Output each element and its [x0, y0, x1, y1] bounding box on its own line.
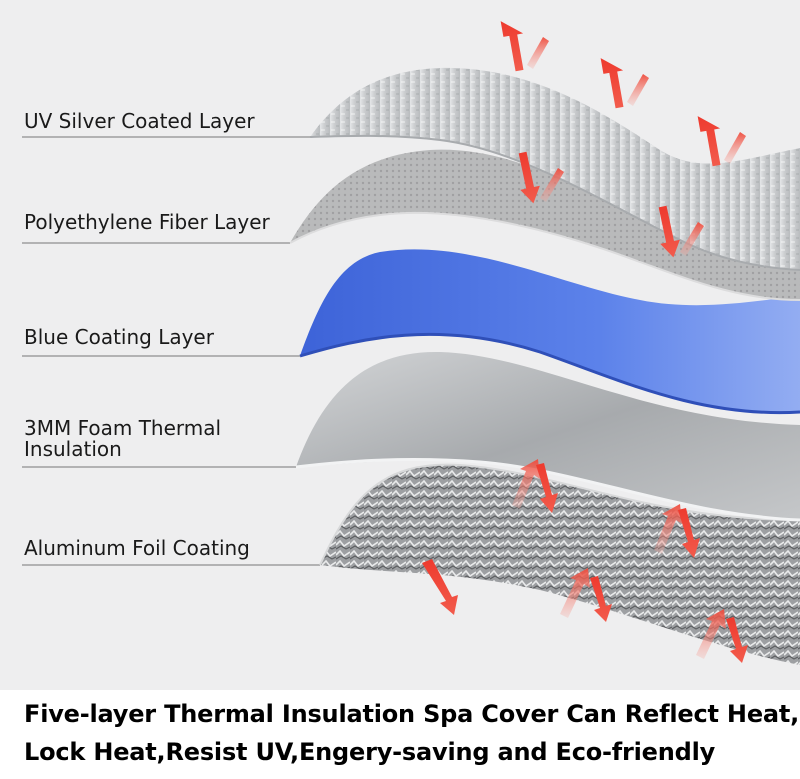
polyethylene-fiber-layer: [289, 149, 800, 301]
layer-label-foam: 3MM Foam Thermal Insulation: [24, 416, 222, 461]
uv-silver-layer: [309, 67, 800, 271]
blue-coating-layer: [299, 249, 800, 415]
layer-label-aluminum-foil: Aluminum Foil Coating: [24, 536, 250, 560]
heat-arrow-icon: [560, 568, 612, 622]
leader-lines: [22, 136, 320, 566]
layer-diagram: UV Silver Coated Layer Polyethylene Fibe…: [0, 0, 800, 690]
caption-line-2: Lock Heat,Resist UV,Engery-saving and Ec…: [24, 738, 716, 766]
caption: Five-layer Thermal Insulation Spa Cover …: [0, 690, 800, 779]
layer-label-uv-silver: UV Silver Coated Layer: [24, 109, 255, 133]
down-arrow-icon: [518, 151, 564, 204]
layer-label-blue-coating: Blue Coating Layer: [24, 325, 214, 349]
up-arrow-icon: [697, 116, 746, 167]
caption-line-1: Five-layer Thermal Insulation Spa Cover …: [24, 700, 800, 728]
up-arrow-icon: [500, 21, 549, 72]
heat-arrow-icon: [696, 609, 748, 663]
heat-arrows: [422, 21, 748, 663]
foam-layer: [295, 351, 800, 522]
heat-arrow-icon: [512, 459, 558, 513]
layer-illustration: [22, 21, 800, 665]
layer-label-polyethylene: Polyethylene Fiber Layer: [24, 210, 270, 234]
down-arrow-icon: [658, 205, 704, 258]
heat-arrow-icon: [422, 559, 458, 615]
up-arrow-icon: [600, 58, 649, 109]
heat-arrow-icon: [654, 504, 700, 558]
